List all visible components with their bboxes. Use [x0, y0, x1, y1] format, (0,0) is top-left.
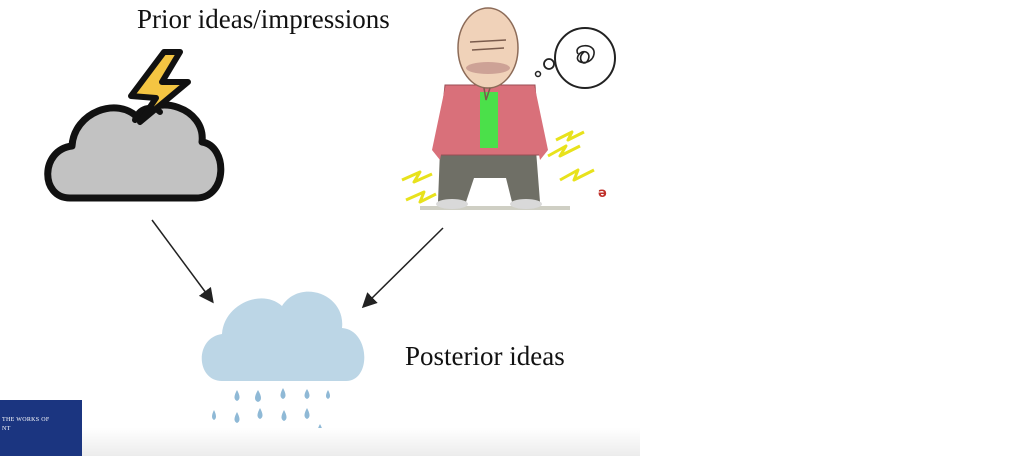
book-cover-thumbnail: THE WORKS OF NT	[0, 400, 82, 456]
lightning-bolt-icon	[128, 49, 191, 125]
storm-cloud-icon	[44, 101, 225, 202]
posterior-ideas-label: Posterior ideas	[405, 341, 565, 371]
prior-ideas-label: Prior ideas/impressions	[137, 4, 390, 34]
arrow-icon	[151, 219, 214, 304]
illustration-mark: ə	[598, 186, 607, 201]
book-cover-line-1: THE WORKS OF	[2, 417, 50, 423]
arrow-icon	[361, 227, 444, 309]
shock-zigzag-icon	[401, 130, 595, 204]
bottom-strip	[0, 428, 640, 456]
thought-bubble-icon	[534, 27, 616, 89]
worried-man-illustration	[420, 7, 570, 210]
rain-cloud-icon	[201, 291, 365, 439]
book-cover-line-2: NT	[2, 426, 11, 432]
